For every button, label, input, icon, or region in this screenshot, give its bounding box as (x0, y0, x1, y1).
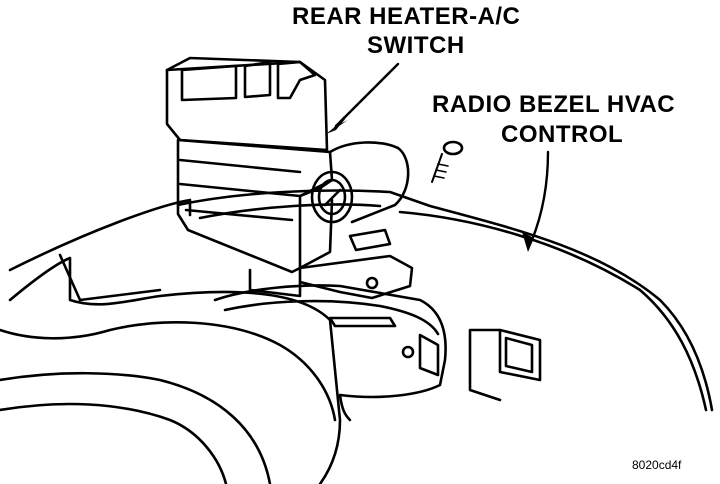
knob-pointer (323, 188, 342, 207)
switch-top-face (165, 56, 302, 72)
bezel-panel-lip (198, 203, 382, 220)
knob-face (310, 170, 354, 224)
switch-leader (334, 62, 400, 128)
console-boss-top (223, 299, 440, 336)
switch-arrow-tip (326, 118, 346, 134)
rear-switch-label-line1: REAR HEATER-A/C (292, 3, 521, 30)
left-tray-floor (0, 402, 228, 484)
rear-switch-label-line2: SWITCH (367, 32, 465, 59)
left-tray-rim (58, 253, 162, 302)
console-boss-outline (213, 284, 447, 399)
bezel-label-line1: RADIO BEZEL HVAC (432, 91, 676, 118)
bezel-leader (530, 150, 550, 242)
right-bracket-base (468, 328, 502, 402)
mount-plate-hole (365, 276, 379, 290)
screw-head (442, 140, 464, 156)
bezel-panel-top-edge (398, 210, 708, 412)
switch-connector-tab2 (276, 60, 317, 100)
right-bracket (498, 328, 542, 382)
console-boss-front (338, 393, 352, 422)
right-bracket-inner (504, 336, 534, 374)
knob-cylinder (328, 141, 410, 224)
switch-connector-tab (243, 60, 272, 99)
console-screw-hole (401, 345, 415, 359)
figure-id: 8020cd4f (632, 458, 682, 472)
mount-plate-tab (348, 228, 392, 252)
console-slot (328, 316, 397, 328)
mount-plate-flange (248, 268, 302, 298)
console-tab (418, 333, 440, 377)
mount-plate (298, 254, 414, 300)
bezel-label-line2: CONTROL (501, 121, 624, 148)
bezel-leader-arrowhead (522, 232, 534, 252)
left-tray-outer (8, 256, 342, 484)
switch-ridge (178, 158, 302, 222)
screw-shaft (431, 153, 443, 183)
switch-side (298, 178, 334, 270)
knob-face-inner (317, 178, 347, 216)
screw-thread (433, 163, 449, 179)
left-tray-bottom (0, 371, 272, 484)
bezel-panel-outline (8, 189, 714, 412)
switch-connector-slot (180, 64, 238, 102)
left-tray-inner (0, 321, 337, 422)
switch-top-box (165, 60, 329, 152)
